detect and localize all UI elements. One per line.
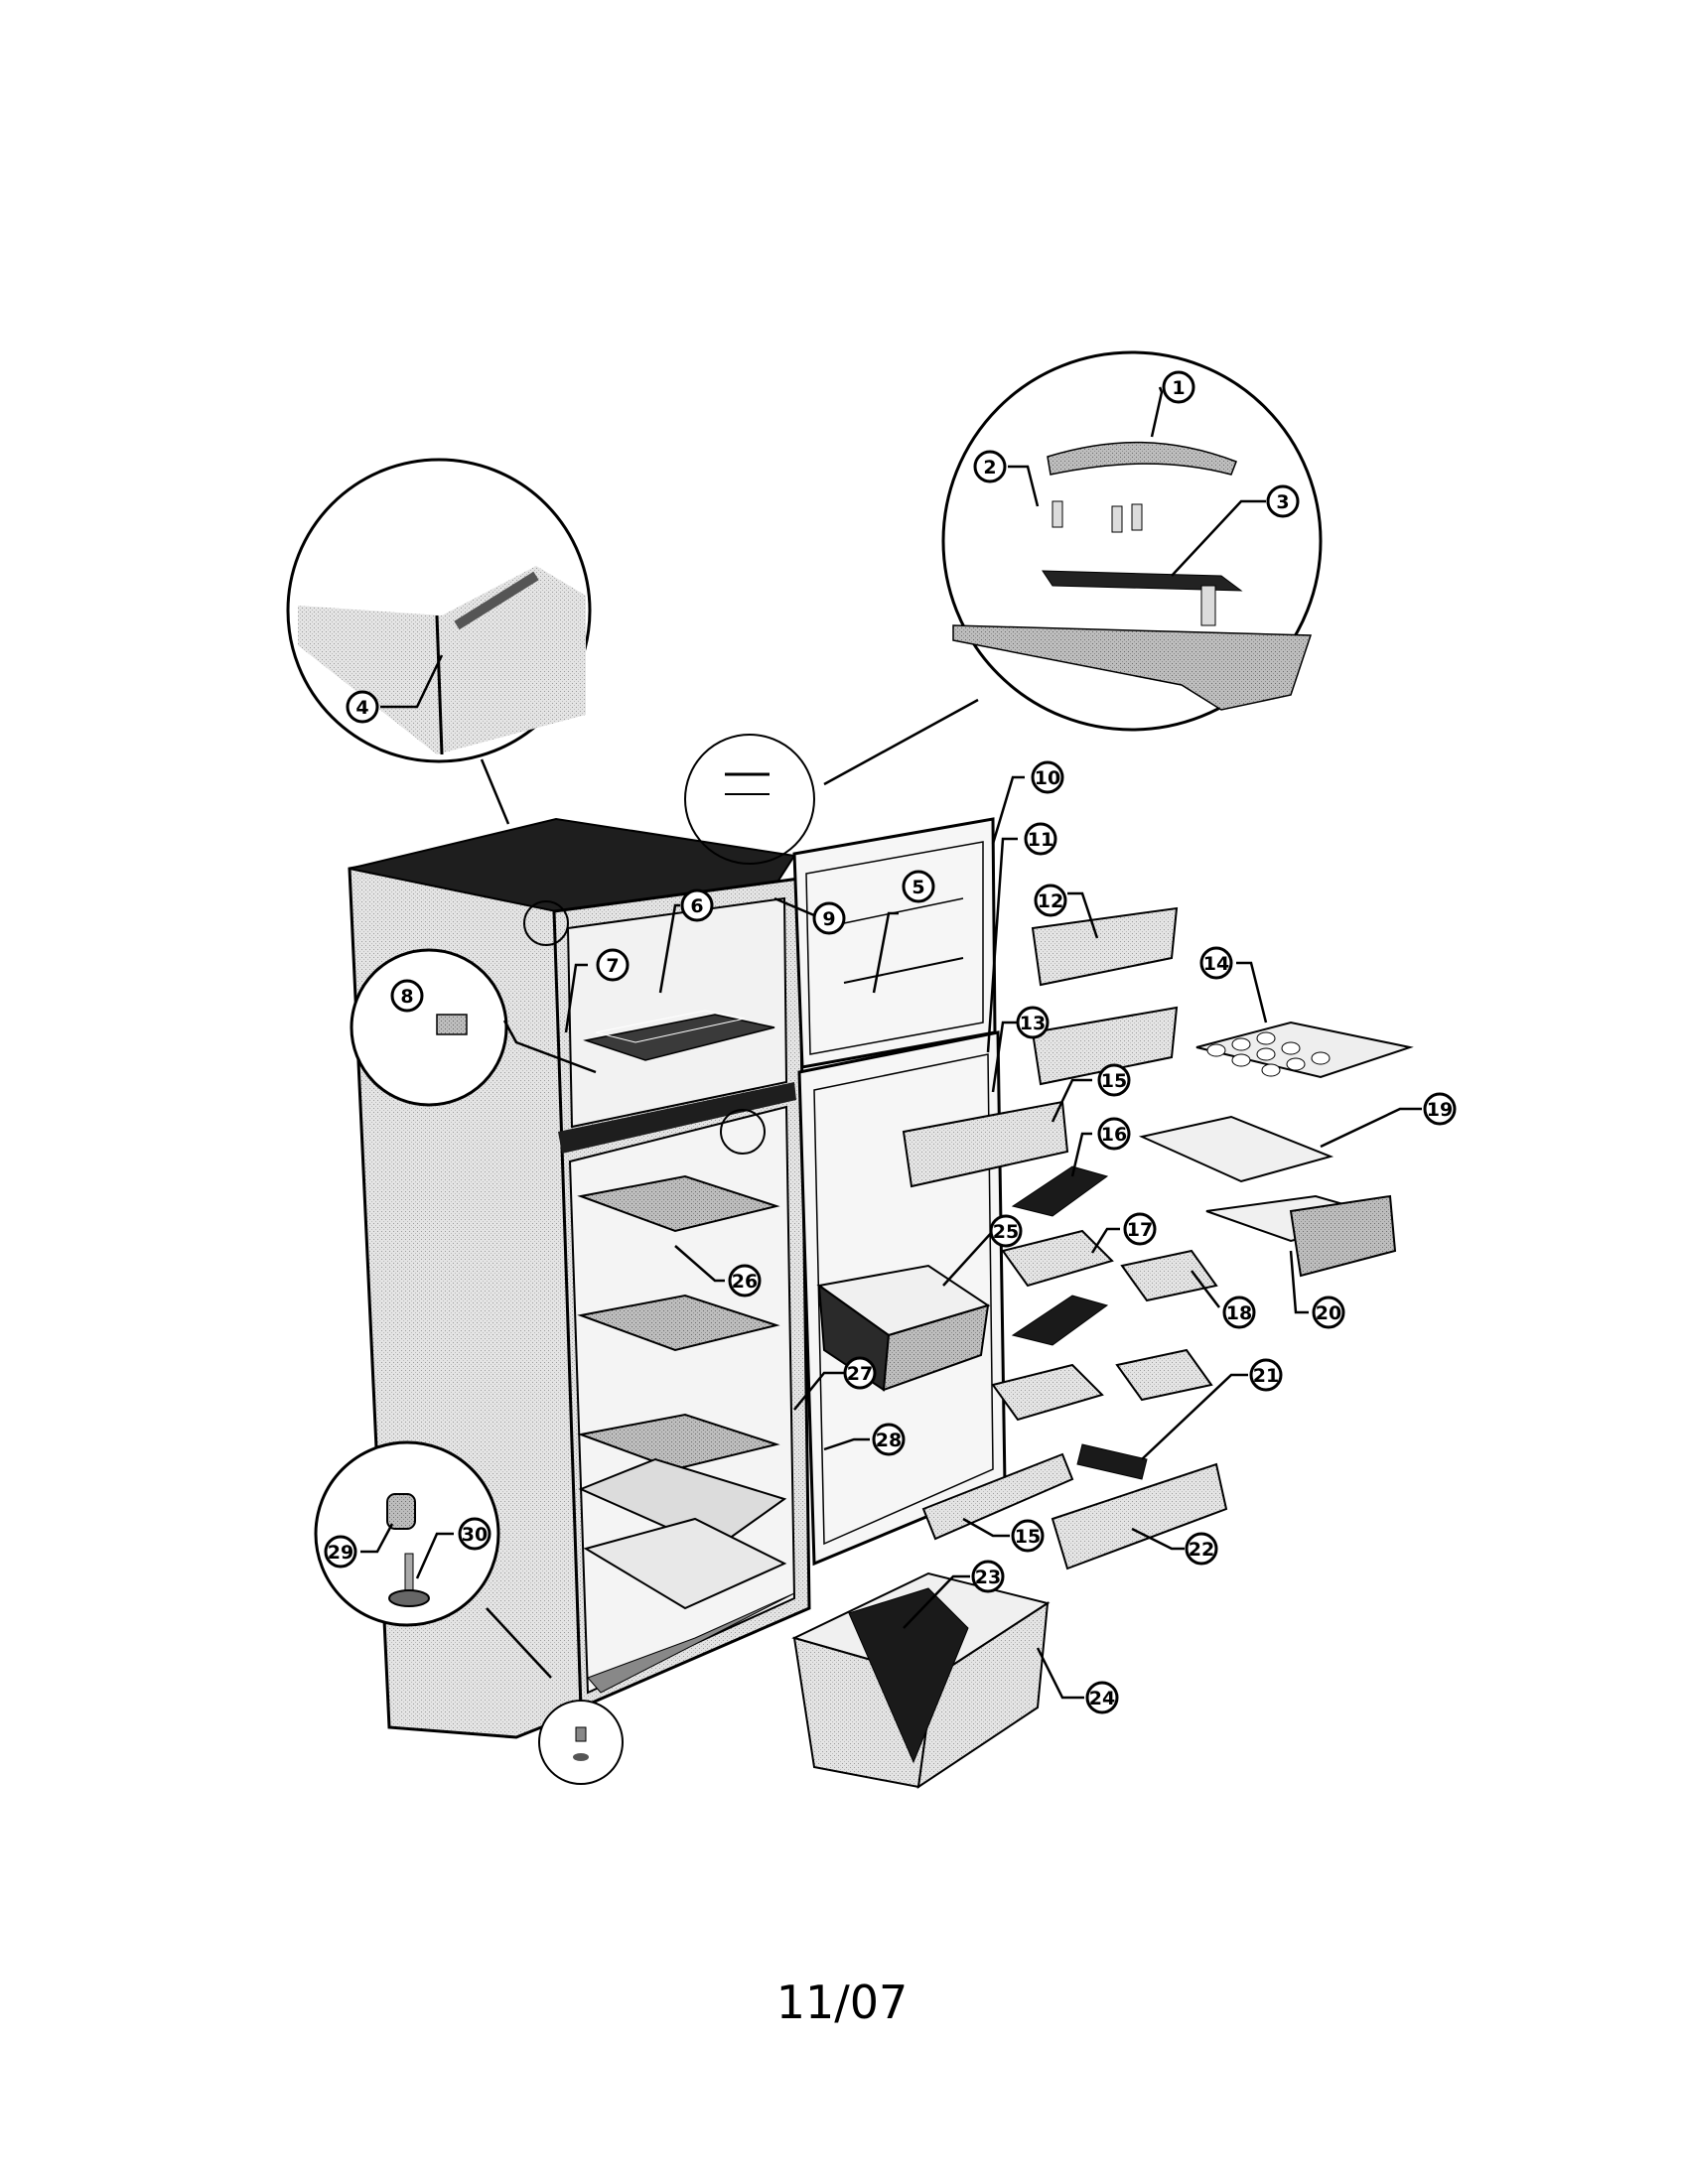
callout-1: 1 (1162, 370, 1195, 404)
dark-insert-lower (1011, 1295, 1109, 1346)
callout-26: 26 (728, 1264, 762, 1297)
svg-text:14: 14 (1203, 953, 1229, 975)
callout-21: 21 (1249, 1358, 1283, 1392)
callout-27: 27 (843, 1356, 877, 1390)
detail-circle-left-hinge (350, 948, 597, 1107)
callout-13: 13 (1016, 1006, 1050, 1039)
callout-5: 5 (902, 870, 935, 903)
container-lower-right (1115, 1348, 1213, 1402)
svg-text:7: 7 (606, 955, 619, 977)
callout-24: 24 (1085, 1681, 1119, 1714)
svg-text:23: 23 (975, 1567, 1001, 1588)
callout-25: 25 (989, 1214, 1023, 1248)
callout-16: 16 (1097, 1117, 1131, 1151)
freezer-door (792, 817, 997, 1069)
container-lower-left (991, 1363, 1104, 1422)
callout-11: 11 (1024, 822, 1057, 856)
detail-circle-leveler (314, 1440, 624, 1785)
ice-bin-20 (1205, 1194, 1397, 1278)
door-shelf-13 (1031, 1006, 1179, 1086)
svg-text:3: 3 (1276, 491, 1289, 513)
callout-23: 23 (971, 1560, 1005, 1593)
svg-text:30: 30 (462, 1524, 488, 1546)
svg-text:18: 18 (1226, 1302, 1252, 1324)
callout-28: 28 (872, 1423, 906, 1456)
callout-10: 10 (1031, 760, 1064, 794)
callout-18: 18 (1222, 1296, 1256, 1329)
svg-text:9: 9 (822, 908, 835, 930)
svg-text:12: 12 (1038, 890, 1063, 912)
callout-3: 3 (1266, 484, 1300, 518)
detail-circle-top-left (286, 458, 592, 825)
svg-text:26: 26 (732, 1271, 758, 1293)
svg-text:24: 24 (1089, 1688, 1115, 1709)
callout-17: 17 (1123, 1212, 1157, 1246)
svg-text:22: 22 (1189, 1539, 1214, 1561)
svg-text:15: 15 (1015, 1526, 1041, 1548)
vegetable-drawer-24 (791, 1571, 1051, 1790)
svg-text:11: 11 (1028, 829, 1053, 851)
svg-text:27: 27 (847, 1363, 873, 1385)
callout-12: 12 (1034, 884, 1067, 917)
footer-date: 11/07 (775, 1976, 909, 2029)
svg-text:2: 2 (983, 457, 996, 478)
svg-text:28: 28 (876, 1430, 902, 1451)
callout-4: 4 (346, 690, 379, 724)
container-17 (1001, 1229, 1114, 1288)
egg-tray (1195, 1021, 1414, 1079)
svg-text:6: 6 (690, 895, 703, 917)
door-shelf-12 (1031, 906, 1179, 987)
door-bin-15-upper (902, 1100, 1069, 1188)
svg-text:21: 21 (1253, 1365, 1279, 1387)
hinge-marker-circle (523, 900, 569, 946)
svg-text:25: 25 (993, 1221, 1019, 1243)
callout-20: 20 (1312, 1296, 1345, 1329)
callout-19: 19 (1423, 1092, 1457, 1126)
svg-text:20: 20 (1316, 1302, 1341, 1324)
svg-text:10: 10 (1035, 767, 1060, 789)
svg-text:5: 5 (912, 877, 924, 898)
door-bin-22 (1051, 1462, 1228, 1570)
callout-8: 8 (390, 979, 424, 1013)
callout-14: 14 (1199, 946, 1233, 980)
callout-7: 7 (596, 948, 630, 982)
svg-text:4: 4 (355, 697, 368, 719)
ice-tray-19 (1138, 1115, 1334, 1183)
leader-lines (360, 386, 1422, 1700)
dark-insert-16 (1011, 1165, 1109, 1217)
callout-6: 6 (680, 888, 714, 922)
svg-text:15: 15 (1101, 1070, 1127, 1092)
svg-text:16: 16 (1101, 1124, 1127, 1146)
callout-15-lower: 15 (1011, 1519, 1045, 1553)
detail-circle-top-right (684, 350, 1323, 865)
svg-text:17: 17 (1127, 1219, 1153, 1241)
svg-text:8: 8 (400, 986, 413, 1008)
container-18 (1120, 1249, 1218, 1302)
svg-text:29: 29 (328, 1542, 353, 1564)
door-bin-15-lower (921, 1452, 1074, 1541)
callout-22: 22 (1185, 1532, 1218, 1566)
callout-2: 2 (973, 450, 1007, 483)
handle-21 (1076, 1443, 1148, 1480)
callout-29: 29 (324, 1535, 357, 1569)
divider-marker-circle (720, 1109, 766, 1155)
callout-15-upper: 15 (1097, 1063, 1131, 1097)
callout-30: 30 (458, 1517, 491, 1551)
svg-text:19: 19 (1427, 1099, 1453, 1121)
callout-9: 9 (812, 901, 846, 935)
svg-text:1: 1 (1172, 377, 1185, 399)
svg-text:13: 13 (1020, 1013, 1046, 1034)
